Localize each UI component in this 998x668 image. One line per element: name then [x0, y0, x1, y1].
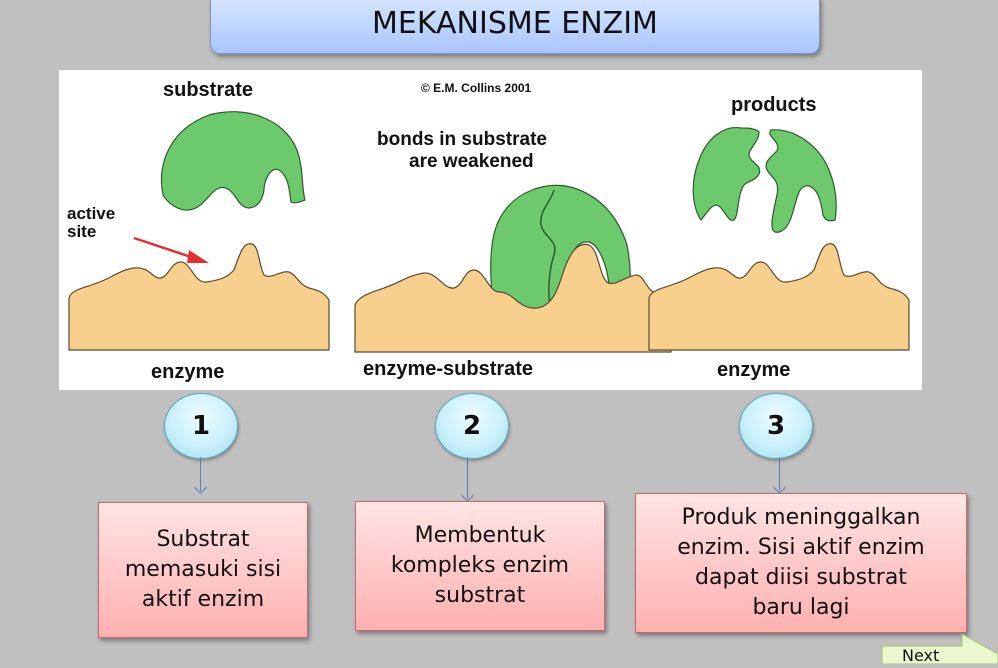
step-1-box: Substrat memasuki sisi aktif enzim [98, 502, 308, 638]
enzyme-diagram-graphic [68, 111, 910, 353]
step-2-box: Membentuk kompleks enzim substrat [355, 501, 605, 631]
product-left-shape [692, 127, 761, 222]
next-button-label: Next [902, 646, 940, 665]
copyright-label: © E.M. Collins 2001 [421, 81, 532, 95]
step-1-text: Substrat memasuki sisi aktif enzim [124, 527, 282, 612]
next-button[interactable]: Next [880, 633, 998, 665]
enzyme-label-1: enzyme [151, 361, 225, 383]
step-1-connector [200, 457, 201, 491]
enzyme-shape [354, 243, 672, 353]
step-2-connector [467, 457, 468, 499]
step-3-connector [779, 457, 780, 491]
active-site-arrow [133, 236, 195, 260]
step-3-text: Produk meninggalkan enzim. Sisi aktif en… [677, 505, 925, 620]
step-1-badge: 1 [164, 393, 238, 459]
step-2-arrow-icon [461, 489, 474, 502]
enzyme-substrate-label: enzyme-substrate [363, 358, 534, 380]
step-3-number: 3 [766, 411, 786, 441]
slide-title-box: MEKANISME ENZIM [210, 0, 820, 54]
bonds-weakened-label-line2: are weakened [409, 151, 534, 172]
enzyme-shape [68, 243, 330, 351]
active-site-arrowhead [187, 250, 209, 263]
active-site-label-line1: active [67, 204, 116, 223]
enzyme-label-3: enzyme [717, 359, 791, 381]
enzyme-shape [648, 243, 910, 351]
enzyme-mechanism-diagram: substrate active site enzyme © E.M. Coll… [59, 70, 922, 390]
step-2-text: Membentuk kompleks enzim substrat [390, 523, 570, 608]
step-2-number: 2 [462, 411, 482, 441]
active-site-label-line2: site [67, 222, 97, 241]
step-3-badge: 3 [739, 393, 813, 459]
step-2-badge: 2 [435, 393, 509, 459]
bonds-weakened-label-line1: bonds in substrate [377, 129, 547, 150]
step-3-arrow-icon [773, 481, 786, 494]
substrate-label: substrate [163, 79, 254, 101]
products-label: products [731, 94, 817, 116]
weakened-bond-line [540, 189, 556, 311]
step-1-number: 1 [191, 411, 211, 441]
product-right-shape [765, 129, 837, 233]
step-1-arrow-icon [194, 481, 207, 494]
slide-title: MEKANISME ENZIM [372, 6, 658, 41]
step-3-box: Produk meninggalkan enzim. Sisi aktif en… [635, 493, 967, 633]
substrate-shape [160, 111, 306, 211]
